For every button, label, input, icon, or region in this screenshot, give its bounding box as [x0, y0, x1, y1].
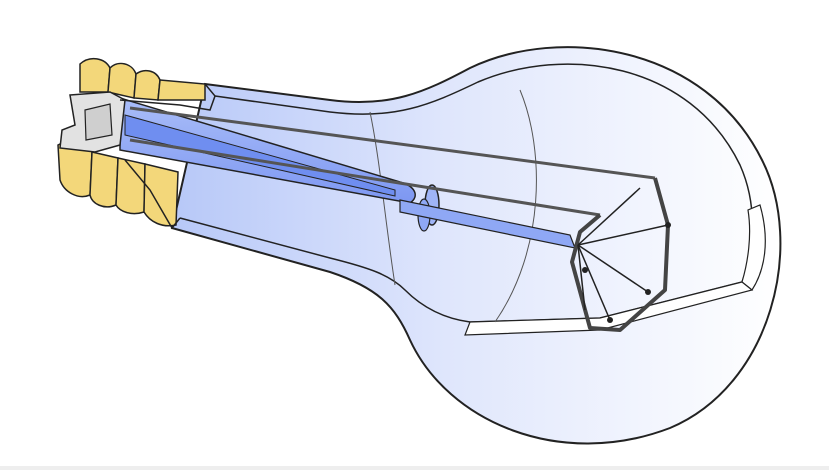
- stem-flare-bottom: [124, 159, 181, 230]
- globe-contour: [494, 89, 537, 323]
- filament-hooks: [582, 222, 671, 323]
- lead-wire-top: [129, 106, 656, 180]
- screw-base: [57, 57, 206, 227]
- filament-frame: [570, 177, 670, 332]
- lead-wire-bottom: [129, 138, 601, 217]
- stem-inner-channel: [124, 114, 396, 197]
- bottom-divider: [0, 466, 829, 470]
- base-contact: [84, 103, 113, 141]
- glass-back-wall: [741, 204, 766, 291]
- glass-envelope-outer: [170, 46, 782, 445]
- filament-support-wires: [577, 187, 669, 321]
- stem-flare: [119, 83, 216, 111]
- glass-envelope-inner: [179, 63, 754, 323]
- glass-bottom-cut: [464, 281, 754, 336]
